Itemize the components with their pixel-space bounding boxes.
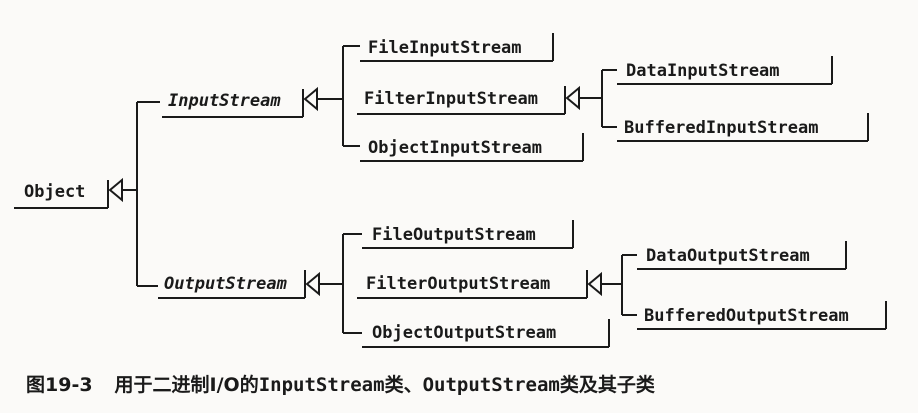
filter-output-stream-generalization-arrow — [587, 271, 602, 297]
output-stream-branch-lines — [319, 233, 362, 334]
filter-input-stream-branch-lines — [579, 69, 617, 128]
data-input-stream-box-edges — [617, 56, 833, 85]
caption-text-part2: 类、 — [384, 374, 423, 396]
buffered-input-stream-class: BufferedInputStream — [624, 118, 819, 138]
object-generalization-arrow — [108, 177, 123, 203]
input-stream-branch-lines — [317, 45, 360, 147]
caption-class-outputstream: OutputStream — [422, 374, 560, 396]
input-stream-generalization-arrow — [303, 86, 318, 112]
output-stream-generalization-arrow — [305, 271, 320, 297]
object-box-edges — [14, 180, 109, 209]
filter-input-stream-generalization-arrow — [565, 85, 580, 111]
object-branch-lines — [122, 101, 160, 287]
file-input-stream-box-edges — [360, 33, 554, 62]
object-output-stream-box-edges — [362, 319, 610, 348]
input-stream-class: InputStream — [168, 91, 281, 111]
object-input-stream-box-edges — [360, 133, 584, 162]
file-output-stream-class: FileOutputStream — [372, 225, 536, 245]
filter-output-stream-class: FilterOutputStream — [366, 274, 551, 294]
buffered-output-stream-box-edges — [637, 301, 887, 330]
data-input-stream-class: DataInputStream — [626, 61, 780, 81]
filter-output-stream-box-edges — [357, 270, 588, 299]
filter-input-stream-class: FilterInputStream — [364, 89, 538, 109]
data-output-stream-class: DataOutputStream — [646, 246, 810, 266]
caption-text-part1: 用于二进制I/O的 — [114, 374, 259, 396]
file-input-stream-class: FileInputStream — [368, 38, 522, 58]
object-input-stream-class: ObjectInputStream — [368, 138, 542, 158]
object-class: Object — [24, 182, 86, 202]
output-stream-class: OutputStream — [164, 274, 287, 294]
filter-input-stream-box-edges — [357, 86, 566, 115]
caption-class-inputstream: InputStream — [258, 374, 385, 396]
caption-text-part3: 类及其子类 — [559, 374, 655, 396]
data-output-stream-box-edges — [637, 241, 847, 270]
buffered-output-stream-class: BufferedOutputStream — [644, 306, 849, 326]
figure-caption: 图19-3 用于二进制I/O的InputStream类、OutputStream类… — [26, 370, 655, 397]
figure-number: 图19-3 — [26, 374, 93, 396]
input-stream-box-edges — [162, 89, 304, 118]
output-stream-box-edges — [158, 270, 306, 299]
filter-output-stream-branch-lines — [601, 254, 637, 316]
buffered-input-stream-box-edges — [617, 113, 869, 142]
object-output-stream-class: ObjectOutputStream — [372, 323, 557, 343]
file-output-stream-box-edges — [362, 220, 574, 249]
